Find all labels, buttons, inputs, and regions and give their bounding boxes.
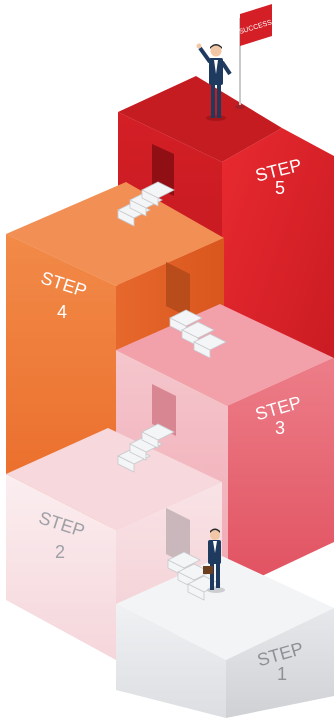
success-flag-icon: SUCCESS <box>235 4 273 109</box>
step-2-number: 2 <box>55 542 65 562</box>
step-5-number: 5 <box>275 178 285 198</box>
flag-pole-base <box>235 105 245 109</box>
step-1-number: 1 <box>277 664 287 684</box>
step-3-number: 3 <box>275 418 285 438</box>
step-4-number: 4 <box>57 302 67 322</box>
